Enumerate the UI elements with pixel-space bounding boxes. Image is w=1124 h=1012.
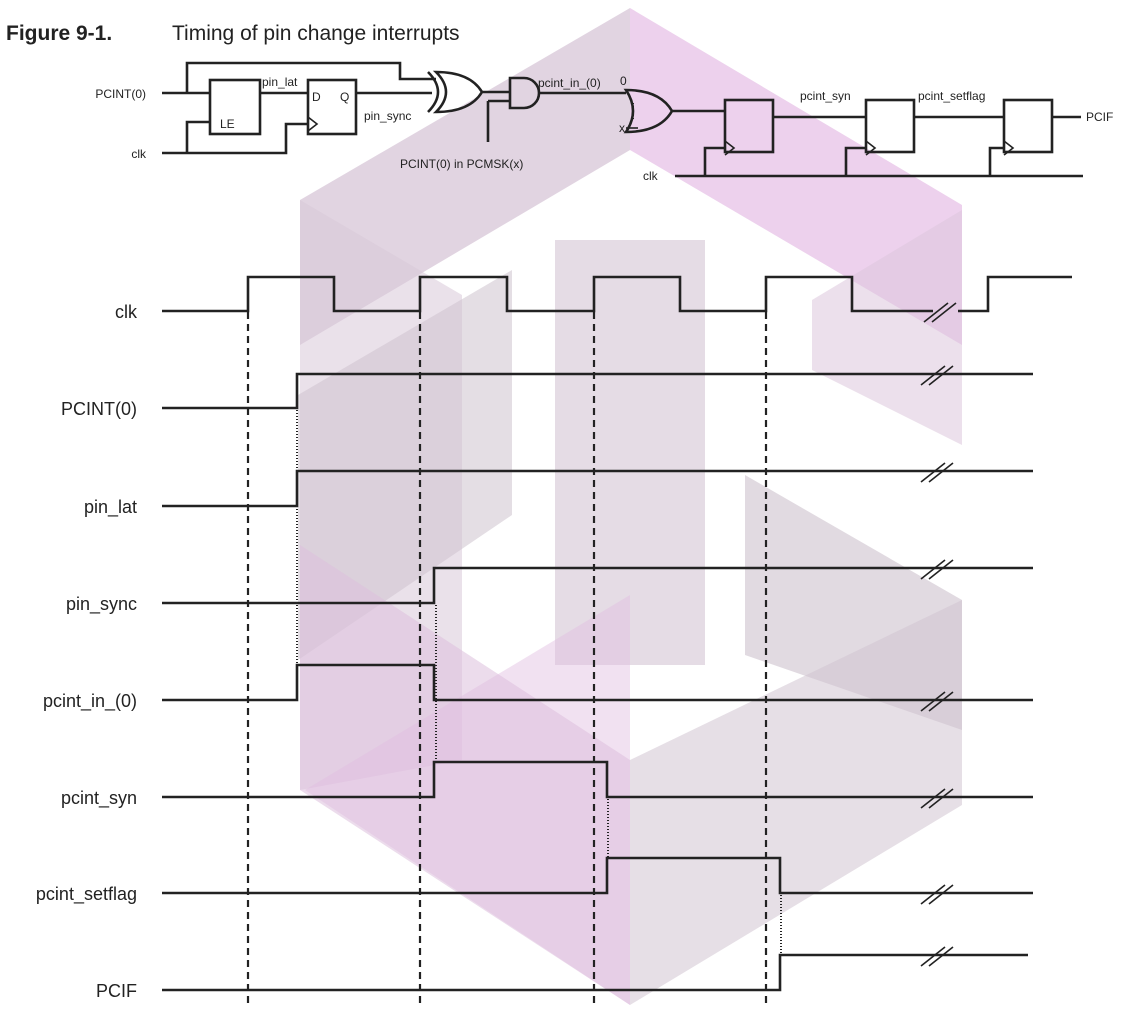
signal-label-pcint-setflag: pcint_setflag — [36, 884, 137, 905]
pin-sync-wire-label: pin_sync — [364, 109, 411, 123]
latch-le-label: LE — [220, 117, 235, 131]
time-break-marks — [920, 302, 957, 967]
figure-title: Timing of pin change interrupts — [172, 22, 460, 45]
circuit-schematic: PCINT(0) clk LE pin_lat D Q pin_sync PCI… — [95, 61, 1113, 183]
waveforms — [162, 275, 1072, 992]
ff1-block — [723, 98, 775, 154]
waveform-pcint-setflag — [162, 856, 1033, 895]
pcint-input-label: PCINT(0) — [95, 87, 146, 101]
signal-labels: clk PCINT(0) pin_lat pin_sync pcint_in_(… — [36, 302, 138, 1001]
figure-number: Figure 9-1. — [6, 22, 112, 45]
latch-block — [208, 78, 262, 136]
signal-label-pcint-syn: pcint_syn — [61, 788, 137, 809]
clk2-label: clk — [643, 169, 659, 183]
pin-lat-wire-label: pin_lat — [262, 75, 298, 89]
ff2-block — [864, 98, 916, 154]
pcif-output-label: PCIF — [1086, 110, 1113, 124]
pcint-syn-wire-label: pcint_syn — [800, 89, 851, 103]
or-input-x-label: x — [619, 121, 625, 135]
signal-label-pin-lat: pin_lat — [84, 497, 137, 518]
watermark-logo — [298, 8, 962, 1005]
signal-label-pin-sync: pin_sync — [66, 594, 137, 615]
pcint-setflag-wire-label: pcint_setflag — [918, 89, 985, 103]
clk-input-label: clk — [131, 147, 147, 161]
waveform-pcif — [162, 953, 1028, 992]
dff-d-label: D — [312, 90, 321, 104]
clock-edge-markers — [246, 312, 768, 1007]
waveform-pcint-syn — [162, 760, 1033, 799]
ff3-block — [1002, 98, 1054, 154]
pcint-in-wire-label: pcint_in_(0) — [538, 76, 601, 90]
signal-label-clk: clk — [115, 302, 138, 322]
dff-q-label: Q — [340, 90, 349, 104]
waveform-pcint-in — [162, 663, 1033, 702]
signal-label-pcint: PCINT(0) — [61, 399, 137, 419]
signal-label-pcint-in: pcint_in_(0) — [43, 691, 137, 712]
signal-label-pcif: PCIF — [96, 981, 137, 1001]
dff-block — [306, 78, 358, 136]
waveform-pcint — [162, 372, 1033, 410]
waveform-clk — [162, 275, 933, 313]
pcmsk-label: PCINT(0) in PCMSK(x) — [400, 157, 523, 171]
or-input-0-label: 0 — [620, 74, 627, 88]
